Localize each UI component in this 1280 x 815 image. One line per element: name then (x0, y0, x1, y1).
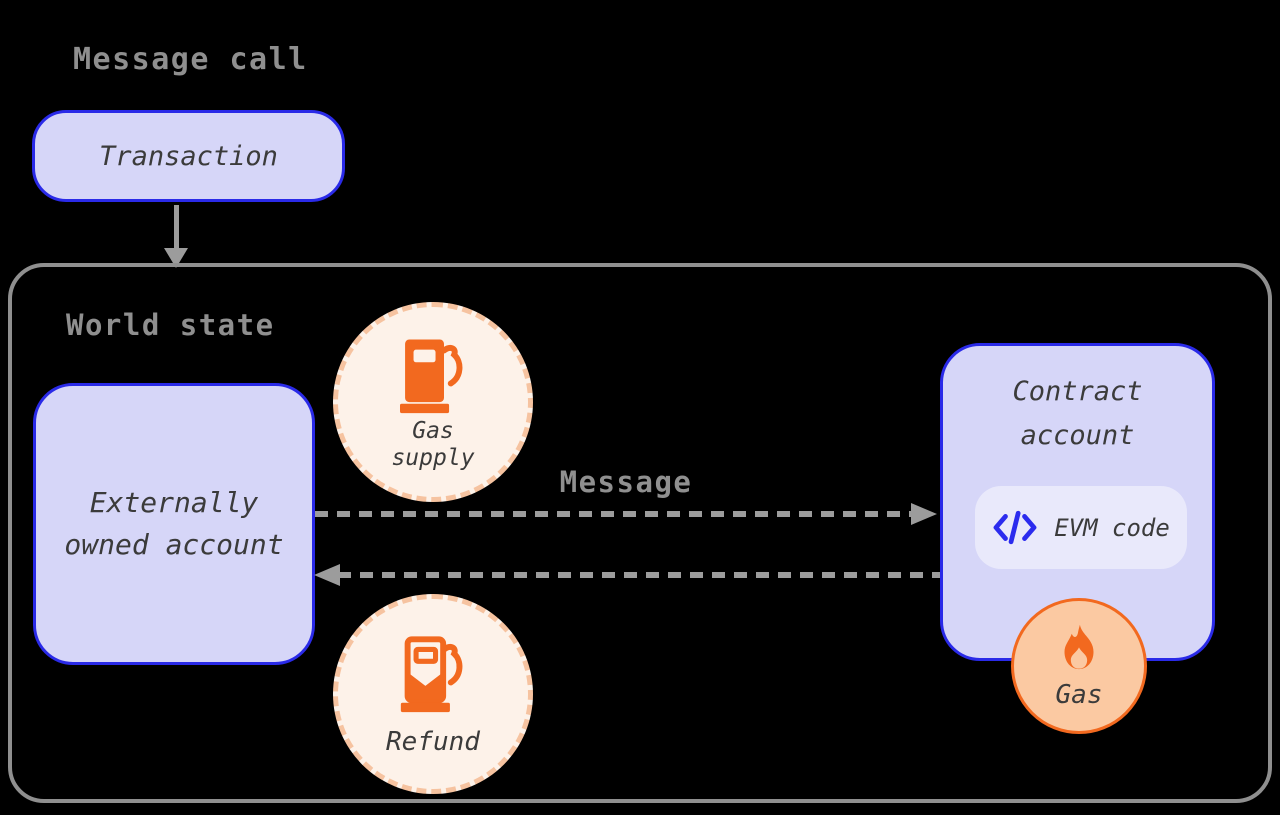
message-label: Message (559, 465, 693, 499)
gas-supply-label-line2: supply (391, 445, 475, 471)
contract-label-line2: account (1020, 420, 1135, 451)
fuel-pump-refund-icon (400, 636, 463, 713)
arrow-left-icon (314, 564, 340, 586)
eoa-node: Externally owned account (33, 383, 315, 665)
gas-supply-badge: Gas supply (333, 302, 533, 502)
message-arrow-line (315, 511, 913, 517)
refund-badge: Refund (333, 594, 533, 794)
transaction-label: Transaction (99, 140, 278, 172)
return-arrow-line (338, 572, 940, 578)
refund-label: Refund (386, 727, 480, 757)
code-icon (993, 510, 1037, 545)
eoa-label-line1: Externally (89, 486, 259, 519)
world-state-panel (8, 263, 1272, 803)
gas-supply-label-line1: Gas (412, 418, 454, 444)
transaction-arrow-line (174, 205, 179, 250)
transaction-node: Transaction (32, 110, 345, 202)
diagram-title: Message call (73, 42, 308, 77)
gas-label: Gas (1055, 680, 1103, 710)
gas-badge: Gas (1011, 598, 1147, 734)
contract-label-line1: Contract (1012, 376, 1143, 407)
arrow-right-icon (911, 503, 937, 525)
evm-code-pill: EVM code (975, 486, 1187, 569)
flame-icon (1064, 624, 1094, 670)
eoa-label-line2: owned account (64, 528, 284, 561)
contract-account-node: Contract account EVM code Gas (940, 343, 1215, 734)
evm-code-label: EVM code (1054, 513, 1170, 542)
fuel-pump-icon (400, 339, 463, 414)
world-state-title: World state (66, 308, 275, 342)
